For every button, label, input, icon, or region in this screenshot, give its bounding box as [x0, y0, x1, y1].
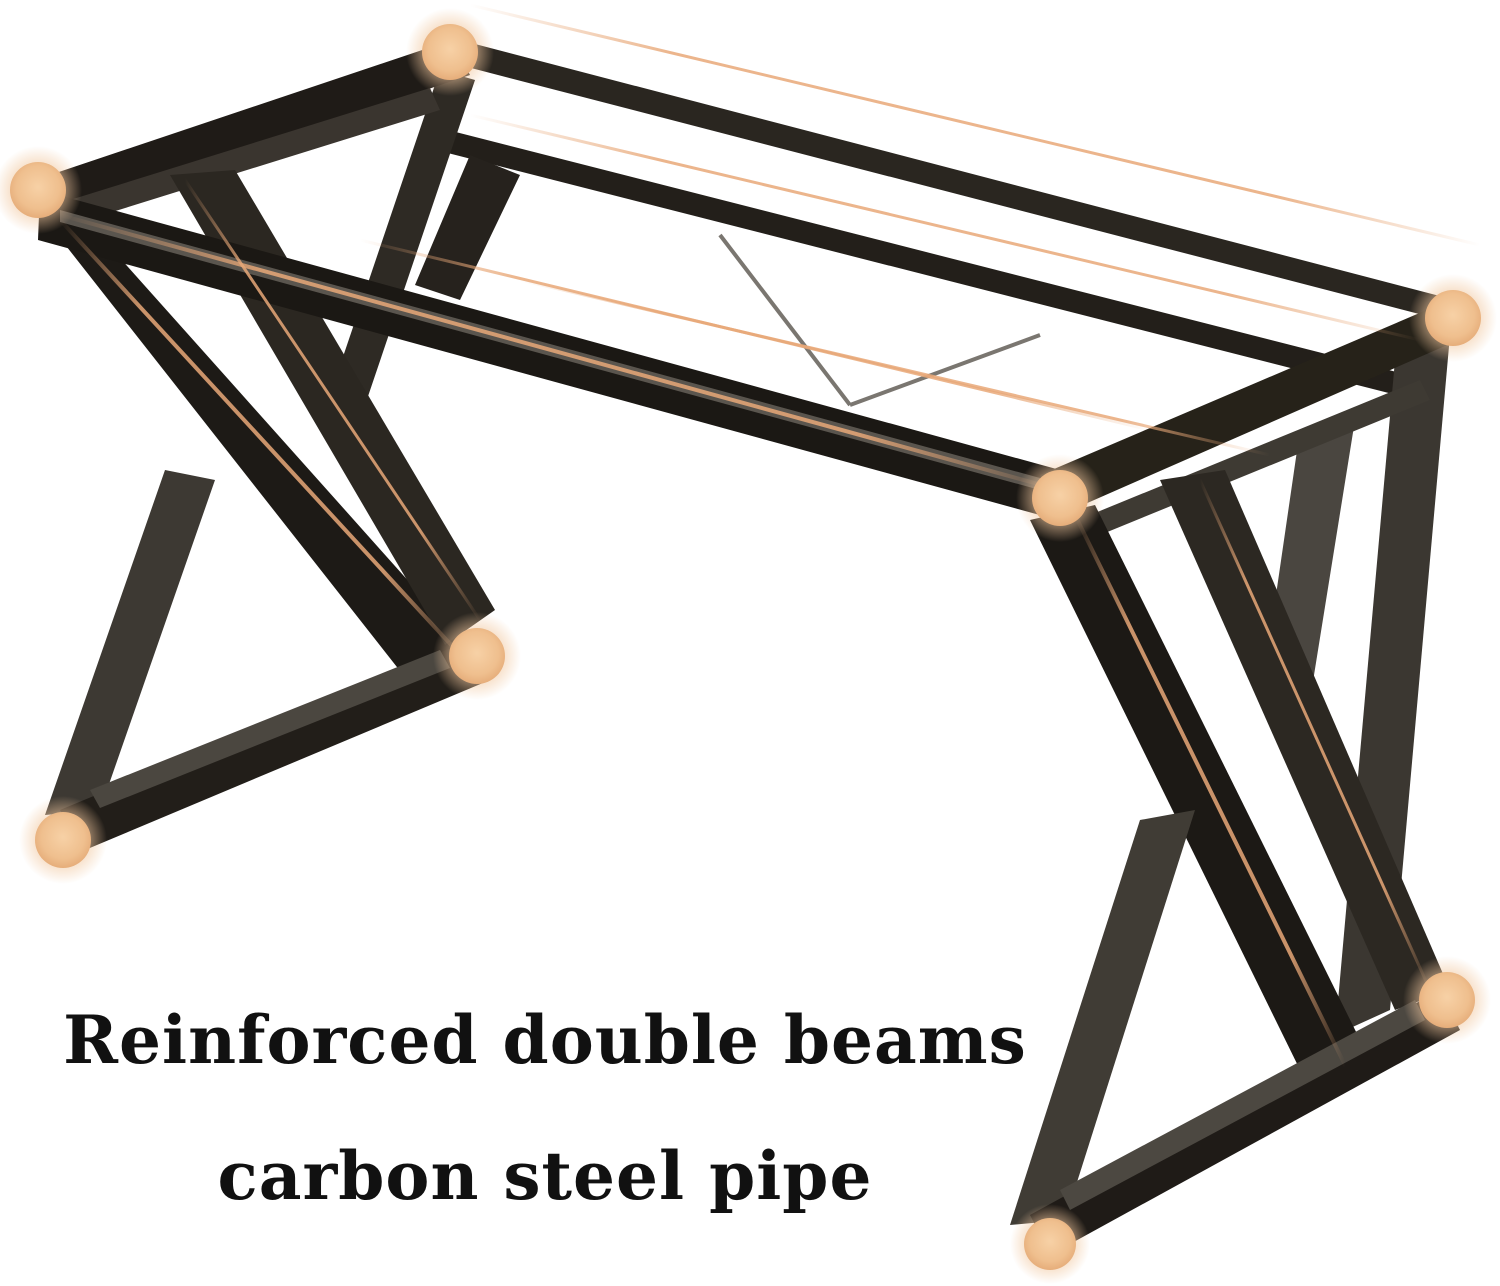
joint-marker: [19, 796, 107, 884]
back-top-rail: [448, 38, 1455, 322]
left-lower-diagonal: [45, 470, 215, 815]
left-top-rail-inner: [70, 88, 440, 222]
right-end-frame: [1010, 470, 1460, 1255]
back-inner-rail: [436, 128, 1420, 400]
left-end-frame: [30, 40, 495, 850]
right-top-rail: [1040, 300, 1470, 515]
caption-line-1: Reinforced double beams: [63, 1001, 1027, 1079]
joint-marker: [1010, 1204, 1090, 1284]
joint-marker: [1016, 454, 1104, 542]
joint-marker: [1409, 274, 1497, 362]
left-diagonal-leg: [30, 200, 470, 690]
back-left-leg: [325, 70, 475, 420]
back-frame: [325, 38, 1455, 1035]
joint-markers: [0, 8, 1497, 1284]
caption-line-2: carbon steel pipe: [217, 1137, 873, 1215]
left-top-rail: [35, 40, 470, 215]
right-foot-rail-top: [1060, 1000, 1425, 1210]
joint-marker: [406, 8, 494, 96]
right-lower-diagonal: [1010, 810, 1195, 1225]
right-diagonal-leg: [1030, 505, 1370, 1080]
joint-marker: [433, 612, 521, 700]
joint-marker: [0, 146, 82, 234]
back-left-brace: [415, 155, 520, 300]
stretcher-wire-1: [718, 233, 852, 407]
highlight-lines: [58, 3, 1482, 1067]
joint-marker: [1403, 956, 1491, 1044]
left-foot-rail-top: [90, 650, 450, 808]
stretcher-wire-2: [849, 333, 1041, 407]
